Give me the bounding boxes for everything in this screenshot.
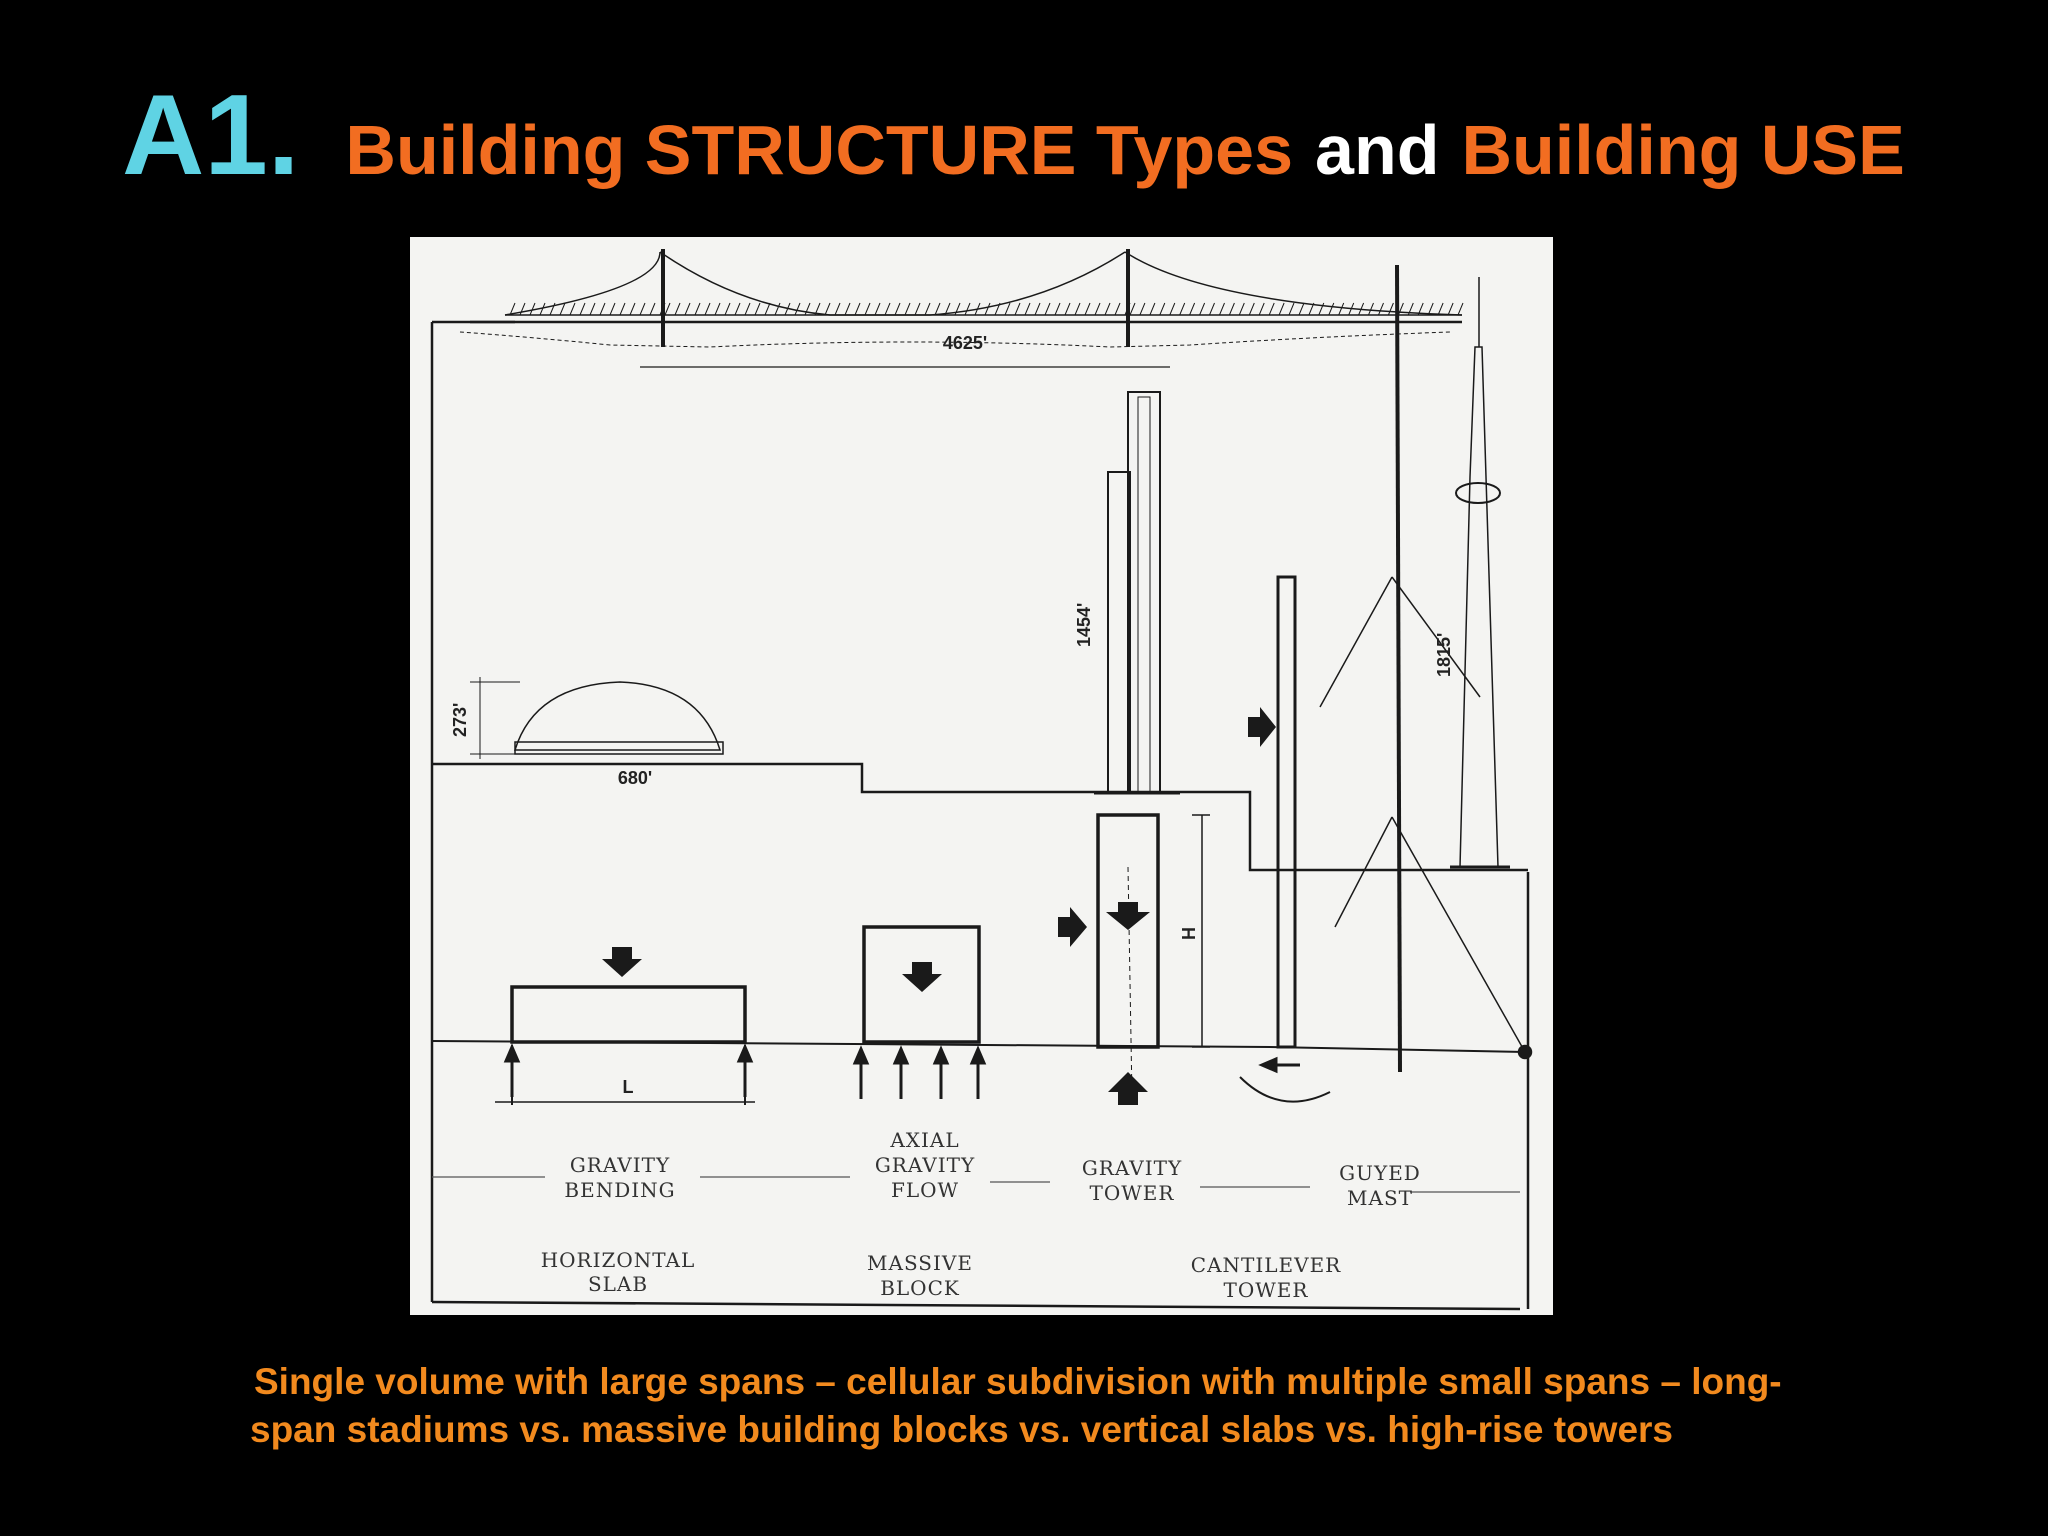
slab-load-arrow [602,947,642,977]
label-guyed-mast: GUYED MAST [1339,1161,1421,1210]
bridge-span-label: 4625' [943,333,987,353]
cantilever-wind-arrow [1248,707,1276,747]
skyscraper-height-label: 1454' [1074,603,1094,647]
svg-text:BLOCK: BLOCK [880,1276,960,1300]
svg-text:HORIZONTAL: HORIZONTAL [541,1248,696,1272]
label-horizontal-slab: HORIZONTAL SLAB [541,1248,696,1296]
title-building-use: Building USE [1461,111,1905,189]
suspension-bridge [432,249,1464,368]
label-cantilever-tower: CANTILEVER TOWER [1191,1253,1341,1302]
svg-text:GRAVITY: GRAVITY [1082,1156,1182,1180]
label-massive-block: MASSIVE BLOCK [867,1251,973,1300]
massive-block [862,925,981,1044]
title-number: A1. [122,72,300,199]
svg-text:FLOW: FLOW [891,1178,959,1202]
svg-text:MAST: MAST [1347,1186,1413,1210]
tower-height-h-label: H [1178,927,1198,940]
svg-text:MASSIVE: MASSIVE [867,1251,973,1275]
label-gravity-tower: GRAVITY TOWER [1082,1156,1182,1205]
frame-bottom-line [431,1300,1521,1311]
title-structure-types: Building STRUCTURE Types [345,111,1294,189]
label-axial-gravity-flow: AXIAL GRAVITY FLOW [875,1128,975,1202]
moment-arrow [1239,1076,1331,1103]
svg-text:SLAB: SLAB [588,1272,648,1296]
svg-text:AXIAL: AXIAL [889,1128,959,1152]
caption-line-1: Single volume with large spans – cellula… [254,1361,1782,1402]
structure-types-diagram: 4625' 273' 680' 1454' 1815' L H GRAVITY … [410,237,1553,1315]
caption-line-2: span stadiums vs. massive building block… [250,1409,1674,1450]
label-gravity-bending: GRAVITY BENDING [564,1153,675,1202]
superdome [470,677,724,759]
tower-reaction-arrow [1108,1072,1148,1105]
tower-load-arrow [1106,902,1150,930]
block-load-arrow [902,962,942,992]
svg-text:GRAVITY: GRAVITY [570,1153,670,1177]
title-and: and [1315,111,1440,189]
slide-title: A1. Building STRUCTURE Types and Buildin… [122,70,1905,210]
ground-profile [432,762,1528,872]
svg-text:BENDING: BENDING [564,1178,675,1202]
slide-caption: Single volume with large spans – cellula… [250,1358,1930,1454]
slab-length-label: L [623,1077,634,1097]
svg-text:TOWER: TOWER [1090,1181,1175,1205]
skyscraper [1094,391,1180,795]
cantilever-tower [1276,575,1297,1049]
tower-height-label: 1815' [1434,633,1454,677]
svg-text:TOWER: TOWER [1224,1278,1309,1302]
guyed-mast [1319,264,1533,1073]
svg-text:GRAVITY: GRAVITY [875,1153,975,1177]
gravity-tower [1096,813,1210,1098]
dome-height-label: 273' [450,703,470,737]
svg-text:GUYED: GUYED [1339,1161,1421,1185]
tower-wind-arrow [1058,907,1087,947]
dome-span-label: 680' [618,768,652,788]
svg-text:CANTILEVER: CANTILEVER [1191,1253,1341,1277]
cn-tower [1450,277,1510,869]
